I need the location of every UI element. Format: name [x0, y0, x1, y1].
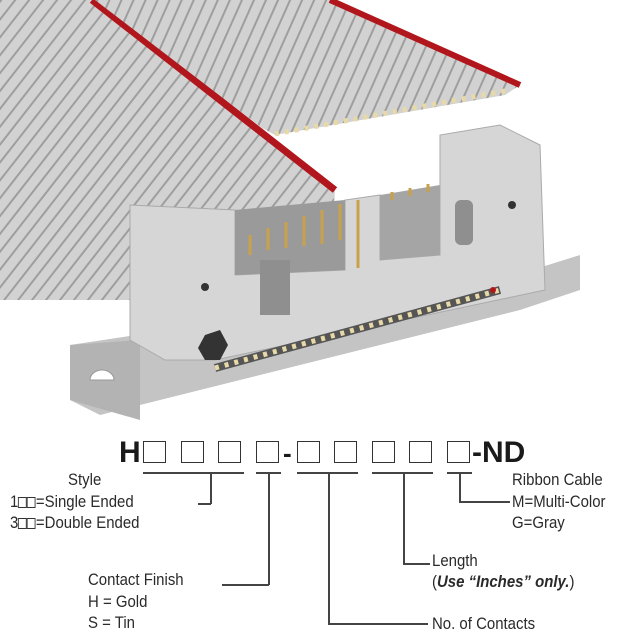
contacts-leader-h: [328, 623, 428, 625]
ribbon-gray: G=Gray: [512, 513, 565, 532]
style-option-single: 1=Single Ended: [10, 492, 134, 511]
ribbon-leader: [459, 472, 461, 502]
length-underline: [372, 472, 433, 474]
contacts-title: No. of Contacts: [432, 614, 536, 633]
contacts-underline: [297, 472, 358, 474]
ribbon-multicolor: M=Multi-Color: [512, 492, 606, 511]
contacts-leader: [328, 472, 330, 624]
length-box-2: [409, 441, 432, 463]
finish-leader-h: [222, 584, 269, 586]
ribbon-box: [447, 441, 470, 463]
contacts-box-1: [297, 441, 320, 463]
length-title: Length: [432, 551, 478, 570]
ribbon-title: Ribbon Cable: [512, 470, 603, 489]
style-box-2: [181, 441, 204, 463]
style-box-3: [218, 441, 241, 463]
length-note: (Use “Inches” only.): [432, 572, 575, 591]
part-separator: -: [283, 438, 292, 468]
contact-finish-title: Contact Finish: [88, 570, 184, 589]
idc-connector-housing: [70, 124, 580, 420]
style-title: Style: [68, 470, 102, 489]
contact-finish-tin: S = Tin: [88, 613, 135, 632]
ribbon-leader-h: [459, 501, 510, 503]
finish-leader: [268, 472, 270, 585]
length-box-1: [372, 441, 395, 463]
contact-finish-gold: H = Gold: [88, 592, 148, 611]
style-leader: [210, 472, 212, 504]
length-leader: [403, 472, 405, 564]
part-suffix: -ND: [472, 436, 526, 469]
contact-finish-box: [256, 441, 279, 463]
style-box-1: [143, 441, 166, 463]
style-underline: [143, 472, 244, 474]
ribbon-cable-connector-illustration: [0, 0, 580, 420]
style-leader-h: [198, 503, 211, 505]
right-ribbon-cable: [95, 0, 522, 137]
length-leader-h: [403, 563, 430, 565]
part-prefix: H: [119, 436, 141, 469]
style-option-double: 3=Double Ended: [10, 513, 140, 532]
contacts-box-2: [334, 441, 357, 463]
